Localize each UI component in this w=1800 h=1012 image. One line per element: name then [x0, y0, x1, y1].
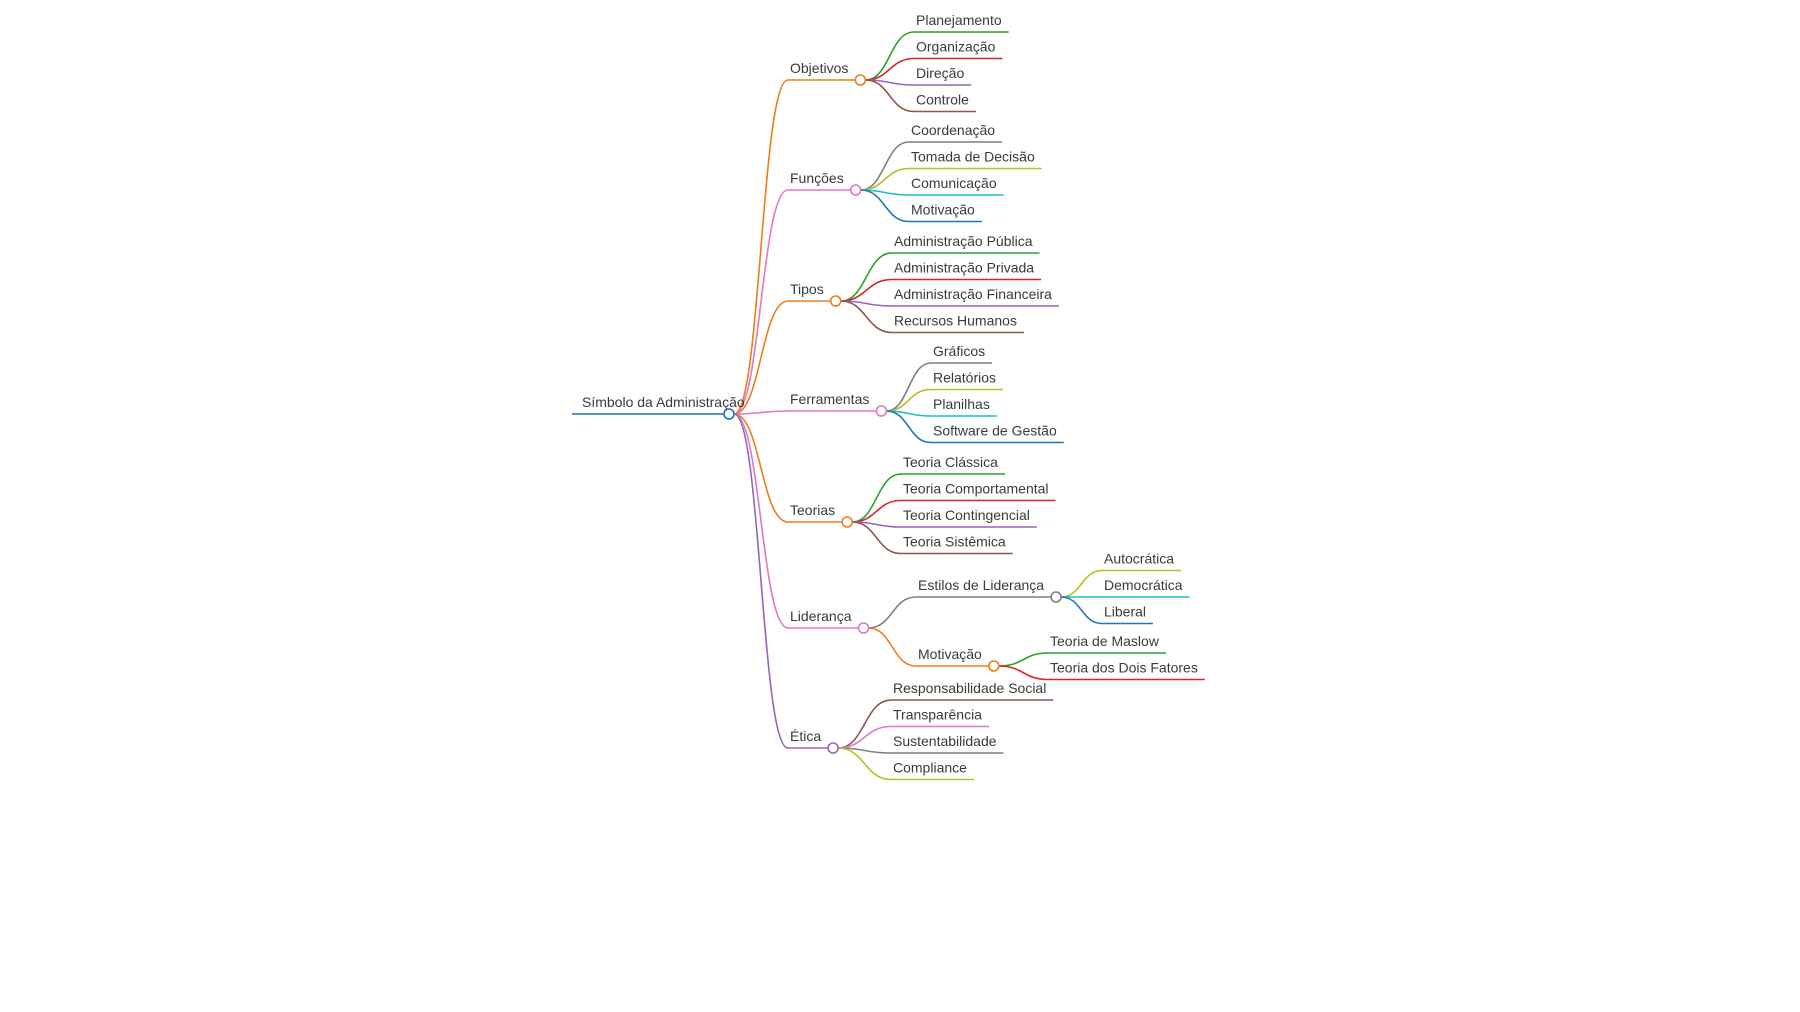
branch-handle-objetivos[interactable] — [854, 74, 867, 86]
branch-link-tipos — [733, 300, 831, 415]
sub-branch-label-motivacao[interactable]: Motivação — [918, 646, 982, 662]
branch-handle-ferramentas[interactable] — [875, 405, 888, 417]
leaf-link-organizacao — [865, 57, 1003, 81]
branch-link-ferramentas — [733, 410, 877, 415]
leaf-label-direcao[interactable]: Direção — [916, 65, 964, 81]
branch-link-etica — [733, 413, 829, 749]
mind-map-links — [572, 31, 1205, 781]
branch-link-teorias — [733, 413, 843, 523]
leaf-label-compliance[interactable]: Compliance — [893, 760, 967, 776]
leaf-link-motivacao — [860, 189, 982, 223]
branch-label-ferramentas[interactable]: Ferramentas — [790, 391, 869, 407]
branch-label-objetivos[interactable]: Objetivos — [790, 60, 848, 76]
leaf-label-teoria-contingencial[interactable]: Teoria Contingencial — [903, 507, 1030, 523]
root-node-handle[interactable] — [723, 408, 735, 420]
leaf-label-transparencia[interactable]: Transparência — [893, 707, 982, 723]
leaf-link-teoria-comportamental — [852, 499, 1056, 523]
leaf-label-recursos-humanos[interactable]: Recursos Humanos — [894, 313, 1017, 329]
leaf-label-planejamento[interactable]: Planejamento — [916, 12, 1002, 28]
leaf-link-teoria-sistemica — [852, 521, 1013, 555]
branch-label-teorias[interactable]: Teorias — [790, 502, 835, 518]
leaf-link-recursos-humanos — [840, 300, 1024, 334]
branch-label-etica[interactable]: Ética — [790, 728, 821, 744]
leaf-label-teoria-de-maslow[interactable]: Teoria de Maslow — [1050, 633, 1160, 649]
branch-label-tipos[interactable]: Tipos — [790, 281, 824, 297]
leaf-label-teoria-sistemica[interactable]: Teoria Sistêmica — [903, 534, 1006, 550]
leaf-link-transparencia — [838, 725, 989, 749]
branch-handle-funcoes[interactable] — [849, 184, 862, 196]
leaf-link-tomada-de-decisao — [860, 167, 1042, 191]
leaf-link-relatorios — [886, 388, 1004, 412]
leaf-label-administracao-financeira[interactable]: Administração Financeira — [894, 286, 1052, 302]
leaf-link-administracao-privada — [840, 278, 1042, 302]
leaf-link-teoria-dos-dois-fatores — [998, 665, 1205, 681]
leaf-label-sustentabilidade[interactable]: Sustentabilidade — [893, 733, 997, 749]
leaf-label-responsabilidade-social[interactable]: Responsabilidade Social — [893, 680, 1046, 696]
sub-branch-handle-estilos-de-lideranca[interactable] — [1050, 591, 1062, 603]
leaf-label-organizacao[interactable]: Organização — [916, 39, 996, 55]
leaf-label-controle[interactable]: Controle — [916, 92, 969, 108]
leaf-link-graficos — [886, 362, 993, 412]
leaf-link-coordenacao — [860, 141, 1003, 191]
leaf-label-tomada-de-decisao[interactable]: Tomada de Decisão — [911, 149, 1035, 165]
leaf-label-motivacao[interactable]: Motivação — [911, 202, 975, 218]
branch-label-funcoes[interactable]: Funções — [790, 170, 844, 186]
leaf-label-administracao-publica[interactable]: Administração Pública — [894, 233, 1033, 249]
sub-branch-handle-motivacao[interactable] — [988, 660, 1000, 672]
leaf-link-software-de-gestao — [886, 410, 1064, 444]
leaf-link-teoria-classica — [852, 473, 1005, 523]
leaf-label-administracao-privada[interactable]: Administração Privada — [894, 260, 1034, 276]
branch-link-objetivos — [733, 79, 856, 415]
leaf-label-graficos[interactable]: Gráficos — [933, 343, 985, 359]
leaf-link-responsabilidade-social — [838, 699, 1054, 749]
branch-handle-teorias[interactable] — [841, 516, 853, 528]
leaf-label-relatorios[interactable]: Relatórios — [933, 370, 996, 386]
branch-label-lideranca[interactable]: Liderança — [790, 608, 852, 624]
branch-handle-etica[interactable] — [827, 742, 839, 754]
leaf-label-coordenacao[interactable]: Coordenação — [911, 122, 995, 138]
root-node-label[interactable]: Símbolo da Administração — [582, 394, 745, 410]
leaf-link-liberal — [1061, 596, 1154, 625]
branch-handle-tipos[interactable] — [829, 295, 842, 307]
leaf-link-estilos-de-lideranca — [868, 596, 1052, 629]
leaf-link-compliance — [838, 747, 974, 781]
leaf-label-planilhas[interactable]: Planilhas — [933, 396, 990, 412]
leaf-link-autocratica — [1061, 569, 1182, 598]
leaf-label-teoria-dos-dois-fatores[interactable]: Teoria dos Dois Fatores — [1050, 660, 1198, 676]
leaf-label-liberal[interactable]: Liberal — [1104, 604, 1146, 620]
leaf-label-software-de-gestao[interactable]: Software de Gestão — [933, 423, 1057, 439]
leaf-label-comunicacao[interactable]: Comunicação — [911, 175, 997, 191]
sub-branch-label-estilos-de-lideranca[interactable]: Estilos de Liderança — [918, 577, 1044, 593]
branch-link-funcoes — [733, 189, 851, 415]
branch-handle-lideranca[interactable] — [857, 622, 870, 634]
leaf-link-controle — [865, 79, 976, 113]
branch-link-lideranca — [733, 413, 859, 629]
leaf-label-teoria-classica[interactable]: Teoria Clássica — [903, 454, 998, 470]
leaf-link-administracao-publica — [840, 252, 1040, 302]
leaf-label-autocratica[interactable]: Autocrática — [1104, 551, 1174, 567]
leaf-link-teoria-de-maslow — [998, 652, 1166, 667]
leaf-label-democratica[interactable]: Democrática — [1104, 577, 1183, 593]
leaf-link-motivacao — [868, 627, 989, 667]
leaf-link-planejamento — [865, 31, 1009, 81]
leaf-label-teoria-comportamental[interactable]: Teoria Comportamental — [903, 481, 1049, 497]
mind-map-nodes: Símbolo da Administração Objetivos Planeja… — [582, 12, 1198, 776]
